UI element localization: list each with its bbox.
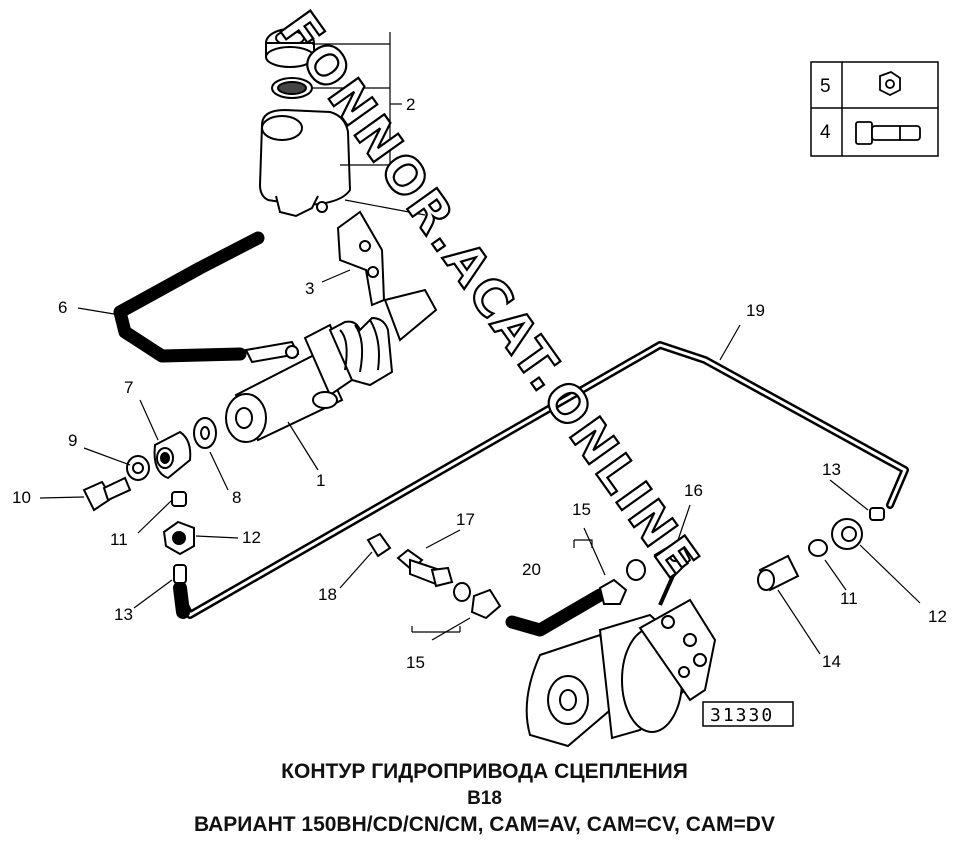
caption-title: КОНТУР ГИДРОПРИВОДА СЦЕПЛЕНИЯ: [281, 760, 688, 783]
legend-label-4: 4: [820, 122, 831, 143]
fitting-13-right: [869, 507, 885, 521]
caption-variants: ВАРИАНТ 150BH/CD/CN/CM, CAM=AV, CAM=CV, …: [194, 813, 775, 836]
bracket-3: [336, 210, 386, 307]
connector-17: [396, 548, 454, 588]
callout-18: 18: [318, 585, 337, 604]
callout-13-right: 13: [822, 460, 841, 479]
watermark-text: FONNOR.ACAT.ONLINE: [268, 1, 711, 590]
nut-12: [162, 520, 195, 556]
sensor-14: [757, 554, 800, 592]
callout-17: 17: [456, 510, 475, 529]
reservoir-assembly: [258, 28, 352, 218]
fitting-18: [366, 532, 392, 558]
legend-label-5: 5: [820, 76, 831, 97]
callout-7: 7: [124, 378, 133, 397]
callout-12-left: 12: [242, 528, 261, 547]
washer-9: [126, 455, 150, 481]
callout-15-right: 15: [572, 500, 591, 519]
reference-box: 31330: [702, 701, 794, 727]
nut-icon: [879, 70, 901, 97]
hose-6: [113, 231, 265, 363]
callout-16: 16: [684, 481, 703, 500]
master-cylinder: [225, 288, 438, 443]
callout-13-left: 13: [114, 605, 133, 624]
callout-4: 4: [424, 211, 433, 230]
callout-11-left: 11: [110, 530, 128, 549]
callout-20: 20: [522, 560, 541, 579]
bolt-icon: [855, 121, 921, 145]
washer-8: [193, 417, 217, 449]
callout-14: 14: [822, 652, 841, 671]
leader-lines: [39, 32, 921, 655]
caption-model: B18: [467, 788, 502, 809]
callout-3: 3: [305, 279, 314, 298]
callout-labels: 2 4 3 6 7 9 10 8 1 11 12 13 17 18 15 20 …: [12, 95, 947, 672]
legend-table: 5 4: [810, 61, 939, 157]
callout-8: 8: [232, 488, 241, 507]
callout-1: 1: [316, 471, 325, 490]
callout-15-left: 15: [406, 653, 425, 672]
fitting-13-left: [173, 564, 187, 584]
callout-19: 19: [746, 301, 765, 320]
hose-20: [505, 588, 607, 637]
clutch-servo: [525, 598, 717, 748]
callout-6: 6: [58, 298, 67, 317]
callout-2: 2: [406, 95, 415, 114]
pipe-13-lower: [173, 581, 190, 619]
callout-10: 10: [12, 488, 31, 507]
banjo-fitting-7: [153, 430, 192, 480]
fitting-15-left: [453, 582, 502, 620]
callout-12-right: 12: [928, 607, 947, 626]
bolt-10: [82, 476, 132, 512]
callout-11-right: 11: [840, 589, 858, 608]
fitting-11-right: [808, 539, 828, 557]
tee-fitting-16: [653, 538, 692, 580]
fitting-15-right: [598, 559, 646, 605]
reference-number: 31330: [710, 705, 774, 726]
callout-9: 9: [68, 431, 77, 450]
nut-12-right: [831, 518, 863, 550]
fitting-11: [171, 491, 187, 507]
